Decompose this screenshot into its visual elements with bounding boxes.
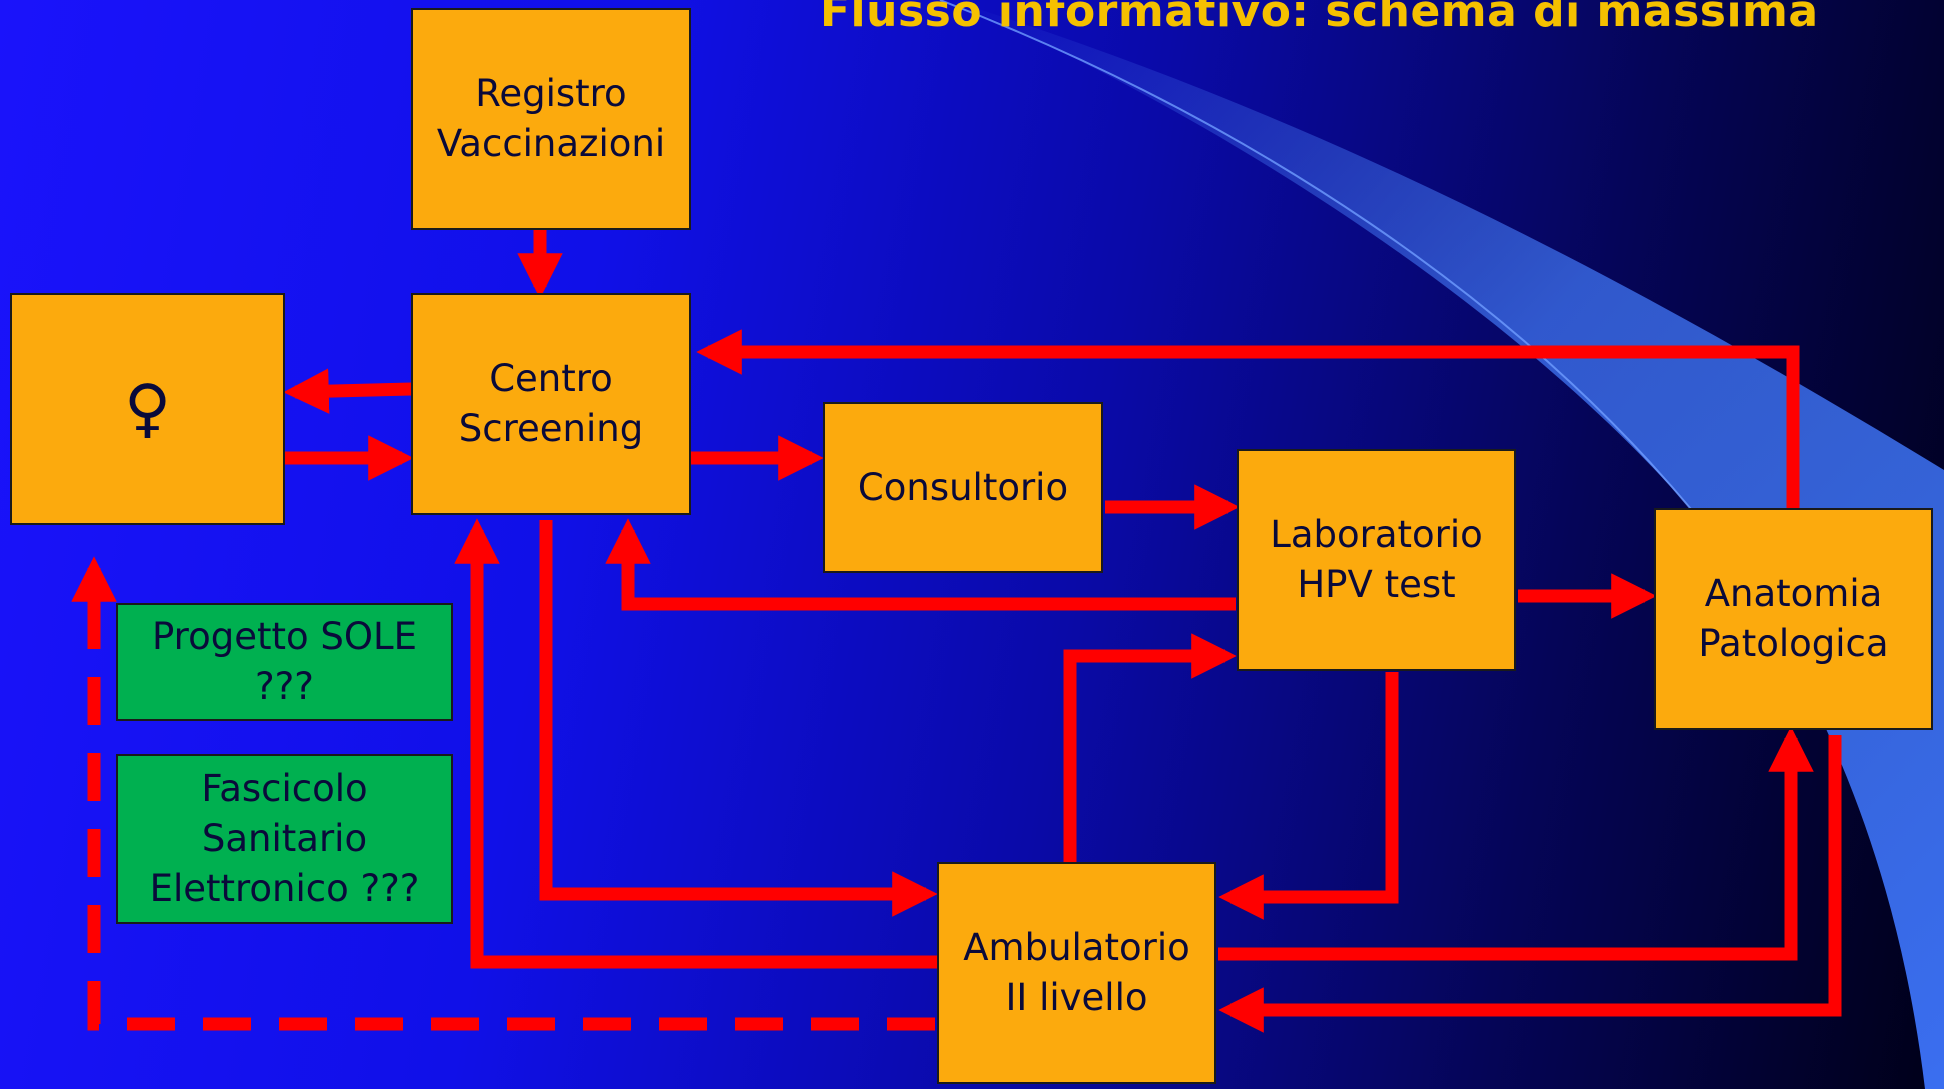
arrow-centro-donna [283,368,413,414]
female-icon: ♀ [124,372,171,446]
arrow-ambulatorio-donna-dashed [71,556,935,1031]
node-consultorio: Consultorio [823,402,1103,573]
node-anatomia-patologica: Anatomia Patologica [1654,508,1933,730]
arrow-anatomia-ambulatorio [1218,735,1842,1033]
arrow-ambulatorio-laboratorio [1063,633,1237,862]
slide-title: Flusso informativo: schema di massima [820,0,1819,37]
node-registro-vaccinazioni: Registro Vaccinazioni [411,8,691,230]
arrow-laboratorio-ambulatorio [1218,672,1399,920]
arrow-ambulatorio-anatomia [1218,726,1814,961]
note-progetto-sole: Progetto SOLE ??? [116,603,453,721]
arrow-centro-ambulatorio [539,520,938,917]
node-laboratorio-hpv-test: Laboratorio HPV test [1237,449,1516,671]
node-donna: ♀ [10,293,285,525]
arrow-ambulatorio-centro [454,518,938,969]
arrow-anatomia-centro [696,329,1800,508]
node-ambulatorio-ii-livello: Ambulatorio II livello [937,862,1216,1084]
arrow-laboratorio-centro [605,518,1236,611]
note-fascicolo-sanitario: Fascicolo Sanitario Elettronico ??? [116,754,453,924]
node-centro-screening: Centro Screening [411,293,691,515]
